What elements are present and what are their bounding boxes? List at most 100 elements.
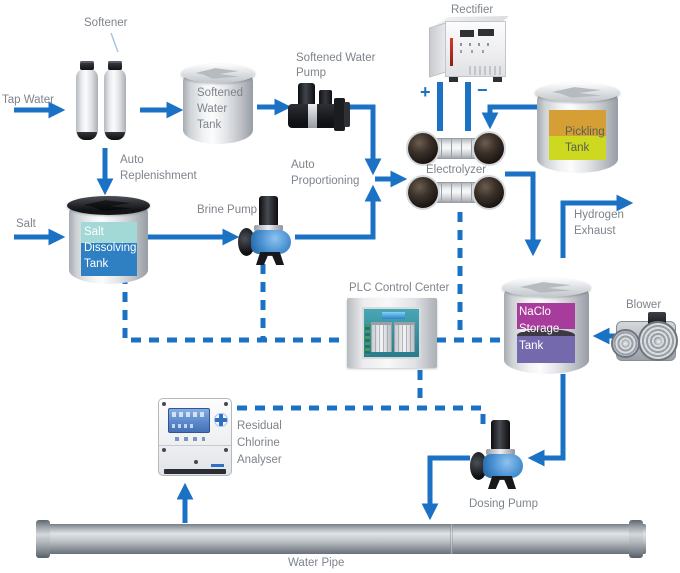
label-hydrogen-exhaust-2: Exhaust (574, 225, 616, 237)
brine-pump-icon (238, 196, 294, 266)
rectifier-icon (429, 16, 511, 82)
analyser-brand-mark (211, 464, 224, 467)
signal-salttank-to-plc (122, 274, 350, 343)
softened-water-tank-icon (181, 64, 255, 144)
screw (224, 448, 228, 452)
pump-flange (344, 102, 350, 127)
screw (162, 448, 166, 452)
naclo-storage-tank-icon (502, 278, 591, 374)
label-water-pipe: Water Pipe (288, 557, 345, 569)
analyser-divider (159, 445, 231, 446)
pump-flange (334, 98, 345, 131)
arrow-pickling-to-electrolyzer (481, 104, 538, 130)
signal-analyser-to-dosing (237, 405, 486, 428)
naclo-layer (517, 303, 575, 329)
label-auto-proportioning-2: Proportioning (291, 175, 360, 187)
tank-body (183, 73, 253, 144)
plc-pcb (365, 324, 370, 355)
arrow-hydrogen-exhaust (560, 194, 634, 258)
pump-head (483, 454, 523, 478)
analyser-navpad (214, 413, 228, 427)
label-salt-tank-1: Salt (84, 226, 104, 238)
pump-motor (259, 196, 278, 227)
label-softened-water-pump-2: Pump (296, 67, 327, 79)
blower-fan (611, 329, 640, 358)
plc-control-center-icon (347, 298, 437, 368)
label-naclo-tank-1: NaClo (519, 306, 551, 318)
cell-end (408, 177, 438, 208)
tank-lid (535, 83, 620, 102)
label-plus: + (420, 82, 431, 102)
label-softened-water-tank-1: Softened (197, 87, 244, 99)
label-pickling-tank-2: Tank (565, 142, 590, 154)
label-blower: Blower (626, 299, 662, 311)
label-softened-water-pump-1: Softened Water (296, 52, 376, 64)
label-hydrogen-exhaust-1: Hydrogen (574, 209, 624, 221)
cell-end (474, 133, 504, 164)
pump-legs (488, 476, 516, 489)
label-softener: Softener (84, 17, 128, 29)
acid-layer (549, 136, 606, 160)
arrow-pump-to-junction (346, 104, 382, 176)
water-pipe-icon (40, 524, 646, 554)
cabinet-vents (469, 66, 501, 75)
plc-window (362, 307, 421, 359)
label-salt-tank-3: Tank (84, 258, 109, 270)
residual-chlorine-analyser-icon (158, 398, 232, 476)
blower-icon (611, 312, 679, 366)
cabinet-foot (493, 77, 502, 82)
pickling-tank-window (549, 110, 606, 160)
arrow-dosing-to-pipe (421, 455, 470, 521)
pump-band (308, 104, 317, 128)
label-tap-water: Tap Water (2, 94, 54, 106)
arrow-naclo-to-dosing (527, 374, 566, 467)
label-auto-replenishment-2: Replenishment (120, 170, 197, 182)
dosing-pump-icon (470, 420, 526, 490)
label-auto-proportioning-1: Auto (291, 159, 315, 171)
salt-tank-window (81, 222, 137, 276)
pump-head (251, 230, 291, 254)
pump-legs (256, 252, 284, 265)
tank-lid (181, 64, 255, 83)
analyser-base (164, 469, 226, 474)
label-analyser-3: Analyser (237, 454, 282, 466)
label-pickling-tank-1: Pickling (565, 126, 605, 138)
electrolyzer-cell-icon (408, 133, 504, 164)
label-naclo-tank-2: Storage (519, 323, 560, 335)
label-dosing-pump: Dosing Pump (469, 498, 539, 510)
analyser-buttons (175, 437, 205, 441)
salt-dissolving-tank-icon (67, 196, 150, 284)
naclo-layer (517, 336, 575, 363)
softener-leader-line (110, 32, 119, 53)
cell-end (408, 133, 438, 164)
naclo-surface (517, 329, 575, 338)
screw (194, 460, 198, 464)
label-brine-pump: Brine Pump (197, 204, 258, 216)
control-signal-lines (122, 212, 501, 428)
pump-diaphragm (238, 228, 255, 256)
electrolyzer-cell-icon (408, 177, 504, 208)
cabinet-side (429, 22, 446, 78)
analyser-lcd (168, 408, 210, 433)
label-electrolyzer: Electrolyzer (426, 164, 487, 176)
pump-diaphragm (470, 452, 487, 480)
pump-motor (491, 420, 510, 451)
pipe-joint (450, 524, 453, 554)
label-salt-tank-2: Dissolving (84, 242, 137, 254)
screw (224, 402, 228, 406)
solid-flow-lines (14, 82, 634, 523)
pipe-flange (629, 520, 643, 558)
cabinet-red-stripe (450, 38, 453, 66)
cabinet-indicators (460, 43, 494, 46)
label-plc-control-center: PLC Control Center (349, 282, 450, 294)
plc-module (371, 322, 392, 352)
label-rectifier: Rectifier (451, 4, 494, 16)
softener-vessel-icon (104, 61, 126, 140)
plc-breaker (382, 312, 405, 319)
cabinet-foot (449, 77, 458, 82)
pickling-tank-icon (535, 83, 620, 173)
pump-collar (254, 225, 283, 231)
pump-collar (486, 449, 515, 455)
